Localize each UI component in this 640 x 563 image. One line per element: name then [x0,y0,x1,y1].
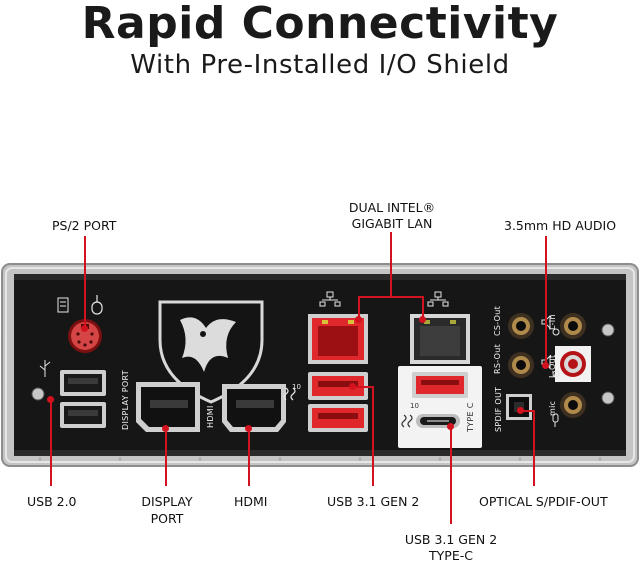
label-ps2-port: PS/2 PORT [52,218,117,233]
usb20-stack [60,370,106,428]
label-lan-line1: DUAL INTEL® [348,200,436,215]
callout-dot-lan-2 [419,316,426,323]
usb31-stack [308,372,368,432]
callout-line-lan-bar [358,296,424,298]
panel-label-cs-out: CS-Out [493,305,502,336]
mic-icon [552,413,559,427]
panel-label-display-port: DISPLAY PORT [121,370,130,430]
callout-dot-displayport [162,425,169,432]
label-displayport-line2: PORT [150,511,184,526]
page-subtitle: With Pre-Installed I/O Shield [130,50,510,80]
callout-dot-audio [542,362,549,369]
page-title: Rapid Connectivity [81,0,559,49]
callout-line-displayport [165,428,167,486]
screw [601,391,615,405]
callout-line-usb31 [372,386,374,486]
msi-shield-logo [158,300,264,404]
label-usb20: USB 2.0 [27,494,77,509]
superspeed-icon [283,387,296,401]
panel-label-mic: mic [548,400,557,416]
callout-line-ps2 [84,236,86,328]
label-typec-line1: USB 3.1 GEN 2 [404,532,498,547]
panel-label-ss10-b: 10 [410,402,419,410]
panel-label-spdif-out: SPDIF OUT [494,386,503,432]
label-usb31-gen2: USB 3.1 GEN 2 [327,494,420,509]
label-displayport-line1: DISPLAY [141,494,193,509]
callout-dot-ps2 [81,325,88,332]
callout-line-usb31-h [352,386,374,388]
callout-dot-optical [517,407,524,414]
hdmi-port [222,384,286,432]
keyboard-icon [57,297,69,313]
panel-label-rs-out: RS-Out [493,343,502,374]
callout-dot-typec [447,423,454,430]
audio-in-icon [552,328,560,378]
displayport-port [136,382,200,432]
callout-dot-hdmi [245,425,252,432]
callout-line-lan-right [422,296,424,318]
callout-line-typec [450,426,452,524]
label-optical-spdif: OPTICAL S/PDIF-OUT [479,494,608,509]
lan-port-2 [410,314,470,364]
mouse-icon [91,295,103,315]
panel-label-type-c: TYPE C [466,402,475,432]
callout-line-usb20 [50,398,52,486]
callout-dot-usb20 [47,396,54,403]
audio-jacks [508,313,591,418]
panel-label-ss10-a: 10 [292,383,301,391]
callout-line-optical-h [520,410,535,412]
callout-line-lan [390,232,392,298]
screw [31,387,45,401]
callout-dot-usb31 [349,383,356,390]
io-shield-photo [1,263,639,467]
label-typec-line2: TYPE-C [429,548,473,563]
network-icon [319,291,449,307]
callout-line-optical [533,410,535,486]
panel-label-hdmi: HDMI [206,405,215,428]
panel-label-l-in: L-In [548,314,557,330]
callout-dot-lan-1 [355,316,362,323]
label-hd-audio: 3.5mm HD AUDIO [504,218,617,233]
label-lan-line2: GIGABIT LAN [351,216,433,231]
callout-line-lan-left [358,296,360,318]
callout-line-audio [545,236,547,366]
usb-icon [39,360,51,377]
panel-label-l-out: L-Out [548,354,557,378]
screw [601,323,615,337]
superspeed-icon [401,414,413,428]
label-hdmi: HDMI [234,494,268,509]
lan-port-1 [308,314,368,364]
callout-line-hdmi [248,428,250,486]
usb31-white-port [412,372,468,398]
